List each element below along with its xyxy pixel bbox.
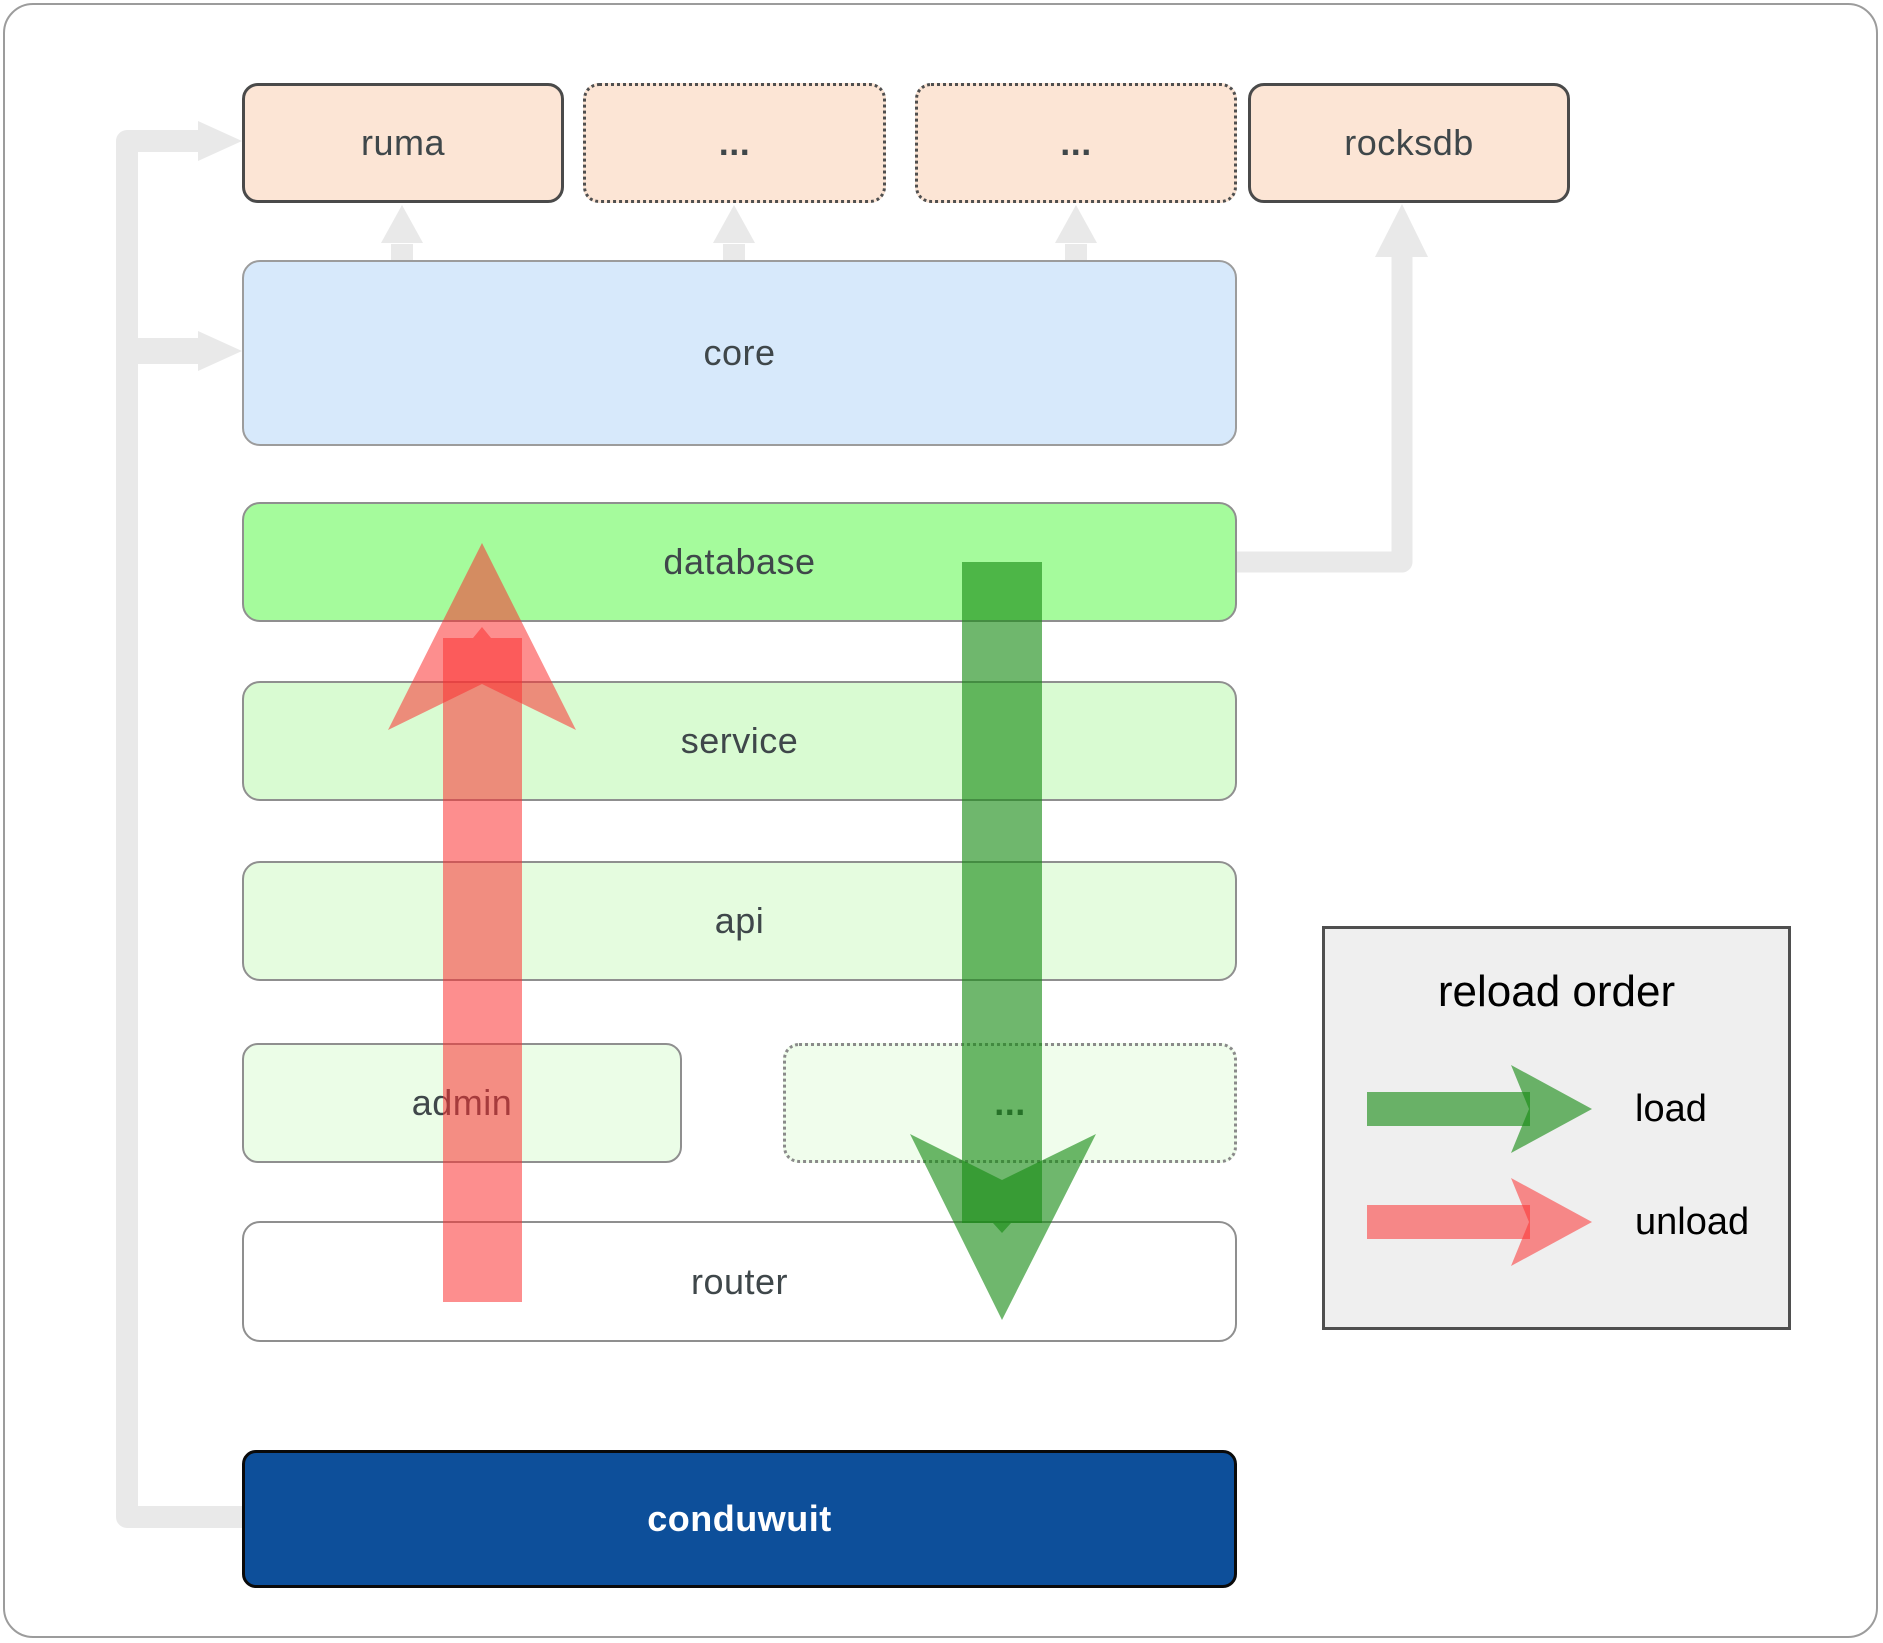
- box-conduwuit-label: conduwuit: [647, 1498, 832, 1539]
- box-api: api: [242, 861, 1237, 981]
- box-admin-label: admin: [411, 1082, 513, 1123]
- box-rocksdb-label: rocksdb: [1344, 122, 1474, 163]
- box-ruma: ruma: [242, 83, 564, 203]
- diagram-frame: [3, 3, 1878, 1638]
- box-router: router: [242, 1221, 1237, 1342]
- box-conduwuit: conduwuit: [242, 1450, 1237, 1588]
- box-router-label: router: [690, 1260, 789, 1302]
- box-dependency-ellipsis-2: ...: [915, 83, 1237, 203]
- box-service-label: service: [680, 720, 799, 761]
- legend-load-label: load: [1635, 1087, 1707, 1130]
- box-core: core: [242, 260, 1237, 446]
- legend: reload order load unload: [1322, 926, 1791, 1330]
- unload-arrow-icon: [1367, 1178, 1592, 1266]
- box-database-label: database: [663, 541, 816, 582]
- box-dependency-ellipsis-1-label: ...: [718, 122, 751, 163]
- box-api-label: api: [714, 900, 765, 941]
- box-dependency-ellipsis-2-label: ...: [1060, 122, 1092, 163]
- box-service: service: [242, 681, 1237, 801]
- box-admin: admin: [242, 1043, 682, 1163]
- box-database: database: [242, 502, 1237, 622]
- box-ruma-label: ruma: [360, 122, 446, 163]
- legend-title: reload order: [1437, 967, 1676, 1016]
- box-services-ellipsis-label: ...: [994, 1082, 1026, 1123]
- box-dependency-ellipsis-1: ...: [583, 83, 886, 203]
- box-rocksdb: rocksdb: [1248, 83, 1570, 203]
- box-core-label: core: [703, 332, 776, 373]
- box-services-ellipsis: ...: [783, 1043, 1237, 1163]
- legend-unload-label: unload: [1635, 1200, 1750, 1243]
- load-arrow-icon: [1367, 1065, 1592, 1153]
